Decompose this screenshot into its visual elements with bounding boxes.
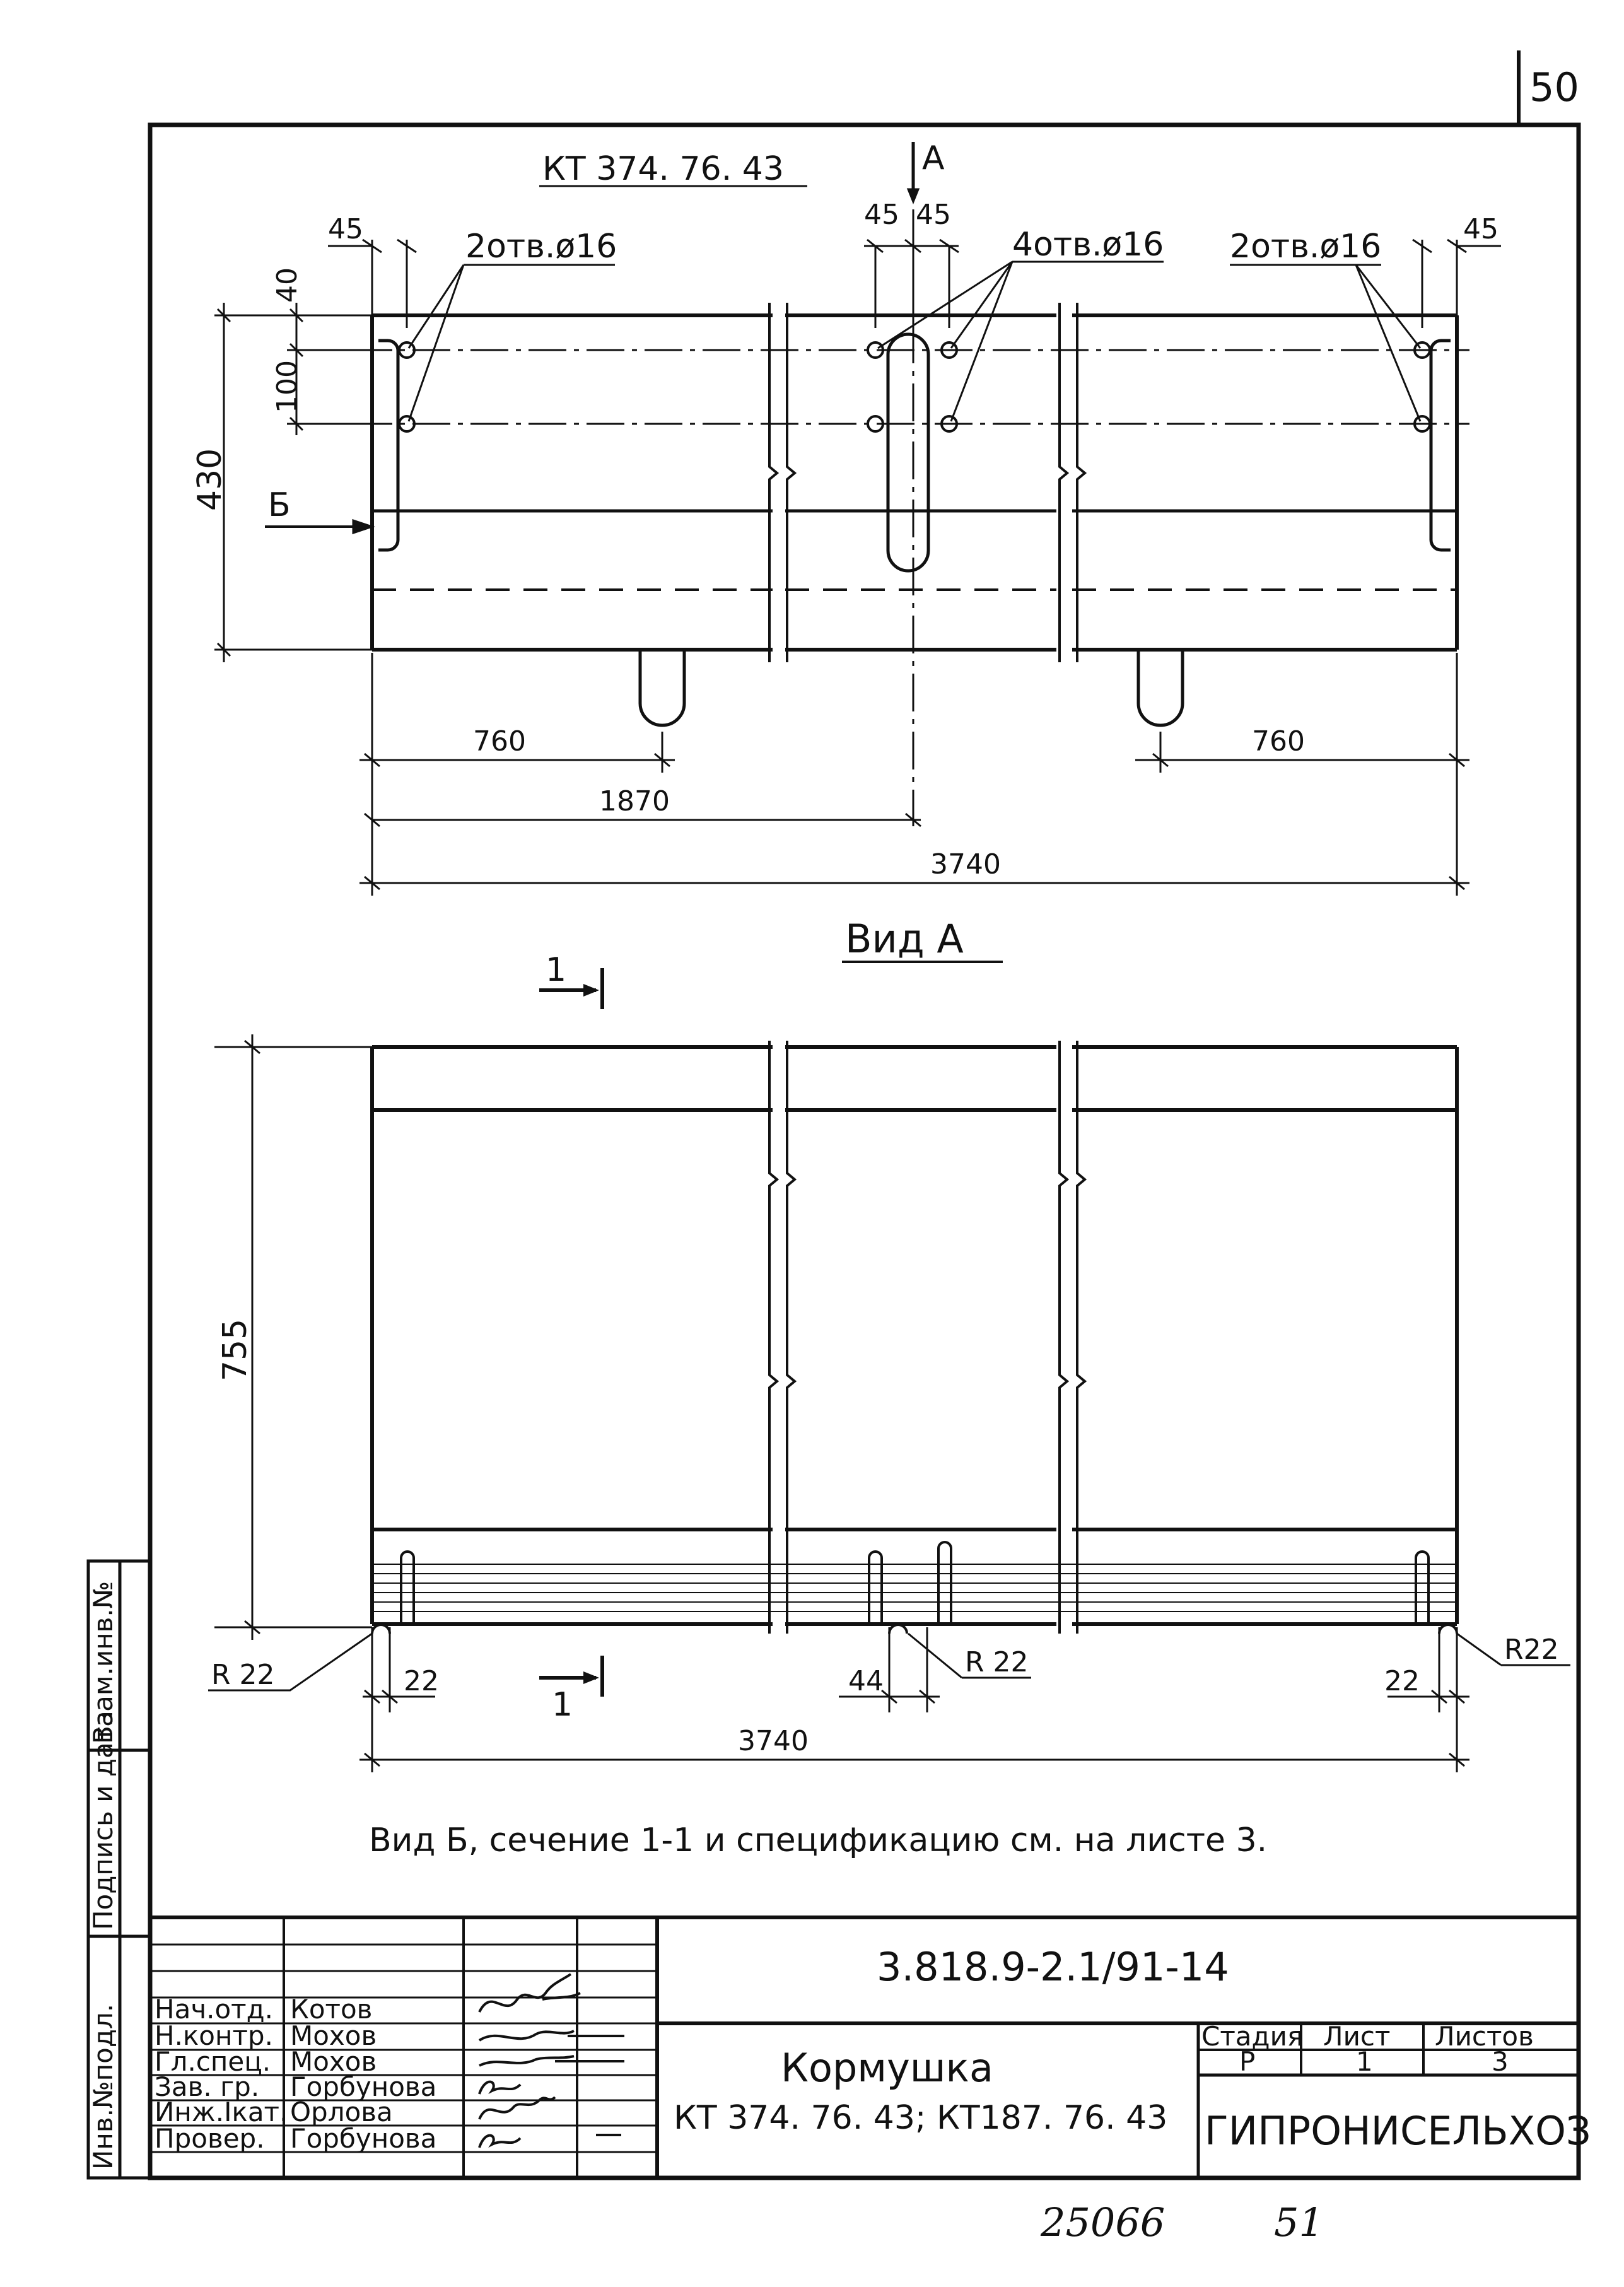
name-2: Мохов (290, 2046, 377, 2077)
dim-755: 755 (216, 1319, 254, 1381)
organization-name: ГИПРОНИСЕЛЬХОЗ (1205, 2108, 1591, 2154)
plan-view-holes (398, 341, 1431, 433)
dim-22-right: 22 (1384, 1665, 1420, 1697)
sheets-value: 3 (1492, 2046, 1509, 2077)
dim-22-left: 22 (404, 1665, 439, 1697)
dim-100: 100 (271, 360, 303, 413)
sheet-note: Вид Б, сечение 1-1 и спецификацию см. на… (369, 1822, 1267, 1859)
side-strip (86, 1559, 152, 2180)
dim-44: 44 (848, 1665, 884, 1697)
role-0: Нач.отд. (155, 1994, 273, 2025)
page-number: 50 (1529, 64, 1579, 110)
role-5: Провер. (155, 2123, 265, 2154)
name-1: Мохов (290, 2020, 377, 2051)
role-2: Гл.спец. (155, 2046, 271, 2077)
dim-760-right: 760 (1252, 725, 1305, 757)
dim-3740-bottom: 3740 (738, 1725, 809, 1757)
holes-left-label: 2отв.ø16 (465, 228, 617, 266)
document-code: 3.818.9-2.1/91-14 (877, 1944, 1229, 1990)
r22-center-label: R 22 (965, 1646, 1029, 1678)
footer-number-left: 25066 (1040, 2199, 1165, 2245)
stage-header: Стадия (1201, 2021, 1303, 2052)
section-arrow-a-label: А (922, 139, 945, 177)
approval-rows: Нач.отд. Котов Н.контр. Мохов Гл.спец. М… (155, 1994, 436, 2154)
view-arrow-b-label: Б (268, 486, 291, 524)
view-a-bottom-ribs (372, 1564, 1457, 1612)
sheet-frame (148, 50, 1581, 2180)
plan-view-drawing (370, 303, 1459, 727)
name-0: Котов (290, 1994, 372, 2025)
dim-45-right: 45 (1463, 213, 1498, 245)
view-a-pins (371, 1541, 1458, 1634)
name-4: Орлова (290, 2097, 393, 2127)
view-a-title: Вид А (845, 916, 964, 962)
title-block-grid (150, 1916, 1579, 2178)
dim-45-left: 45 (328, 213, 363, 245)
dim-40: 40 (271, 267, 303, 303)
view-a-drawing (370, 1041, 1459, 1634)
footer-number-right: 51 (1274, 2199, 1324, 2245)
signatures (478, 1973, 624, 2148)
role-3: Зав. гр. (155, 2071, 259, 2102)
product-name: Кормушка (781, 2045, 993, 2091)
sheets-header: Листов (1435, 2021, 1534, 2052)
name-3: Горбунова (290, 2071, 436, 2102)
sheet-value: 1 (1356, 2046, 1373, 2077)
r22-left-label: R 22 (211, 1659, 275, 1691)
sheet-header: Лист (1323, 2021, 1390, 2052)
dim-3740-top: 3740 (930, 848, 1001, 880)
dim-45-center-1: 45 (864, 199, 899, 231)
dim-45-center-2: 45 (916, 199, 951, 231)
dim-1870: 1870 (599, 785, 670, 817)
r22-right-label: R22 (1504, 1634, 1559, 1666)
view-a-section-marks (539, 968, 604, 1697)
name-5: Горбунова (290, 2123, 436, 2154)
side-label-podpis-data: Подпись и дата (88, 1711, 119, 1930)
role-1: Н.контр. (155, 2020, 273, 2051)
side-label-vzam-inv: Взам.инв.№ (88, 1581, 119, 1744)
section-mark-bottom: 1 (552, 1686, 573, 1724)
view-a-dimensions (208, 1034, 1570, 1772)
dim-430: 430 (191, 448, 229, 511)
holes-center-label: 4отв.ø16 (1012, 226, 1164, 264)
stage-value: Р (1239, 2046, 1255, 2077)
role-4: Инж.Iкат. (155, 2097, 288, 2127)
plan-view-dimensions (214, 142, 1501, 896)
plan-mark-label: КТ 374. 76. 43 (542, 150, 784, 188)
side-label-inv-podl: Инв.№подл. (88, 2004, 119, 2170)
holes-right-label: 2отв.ø16 (1230, 228, 1381, 266)
product-marks: КТ 374. 76. 43; КТ187. 76. 43 (674, 2099, 1167, 2137)
dim-760-left: 760 (473, 725, 526, 757)
plan-view-leaders (407, 260, 1422, 422)
section-mark-top: 1 (546, 951, 566, 989)
